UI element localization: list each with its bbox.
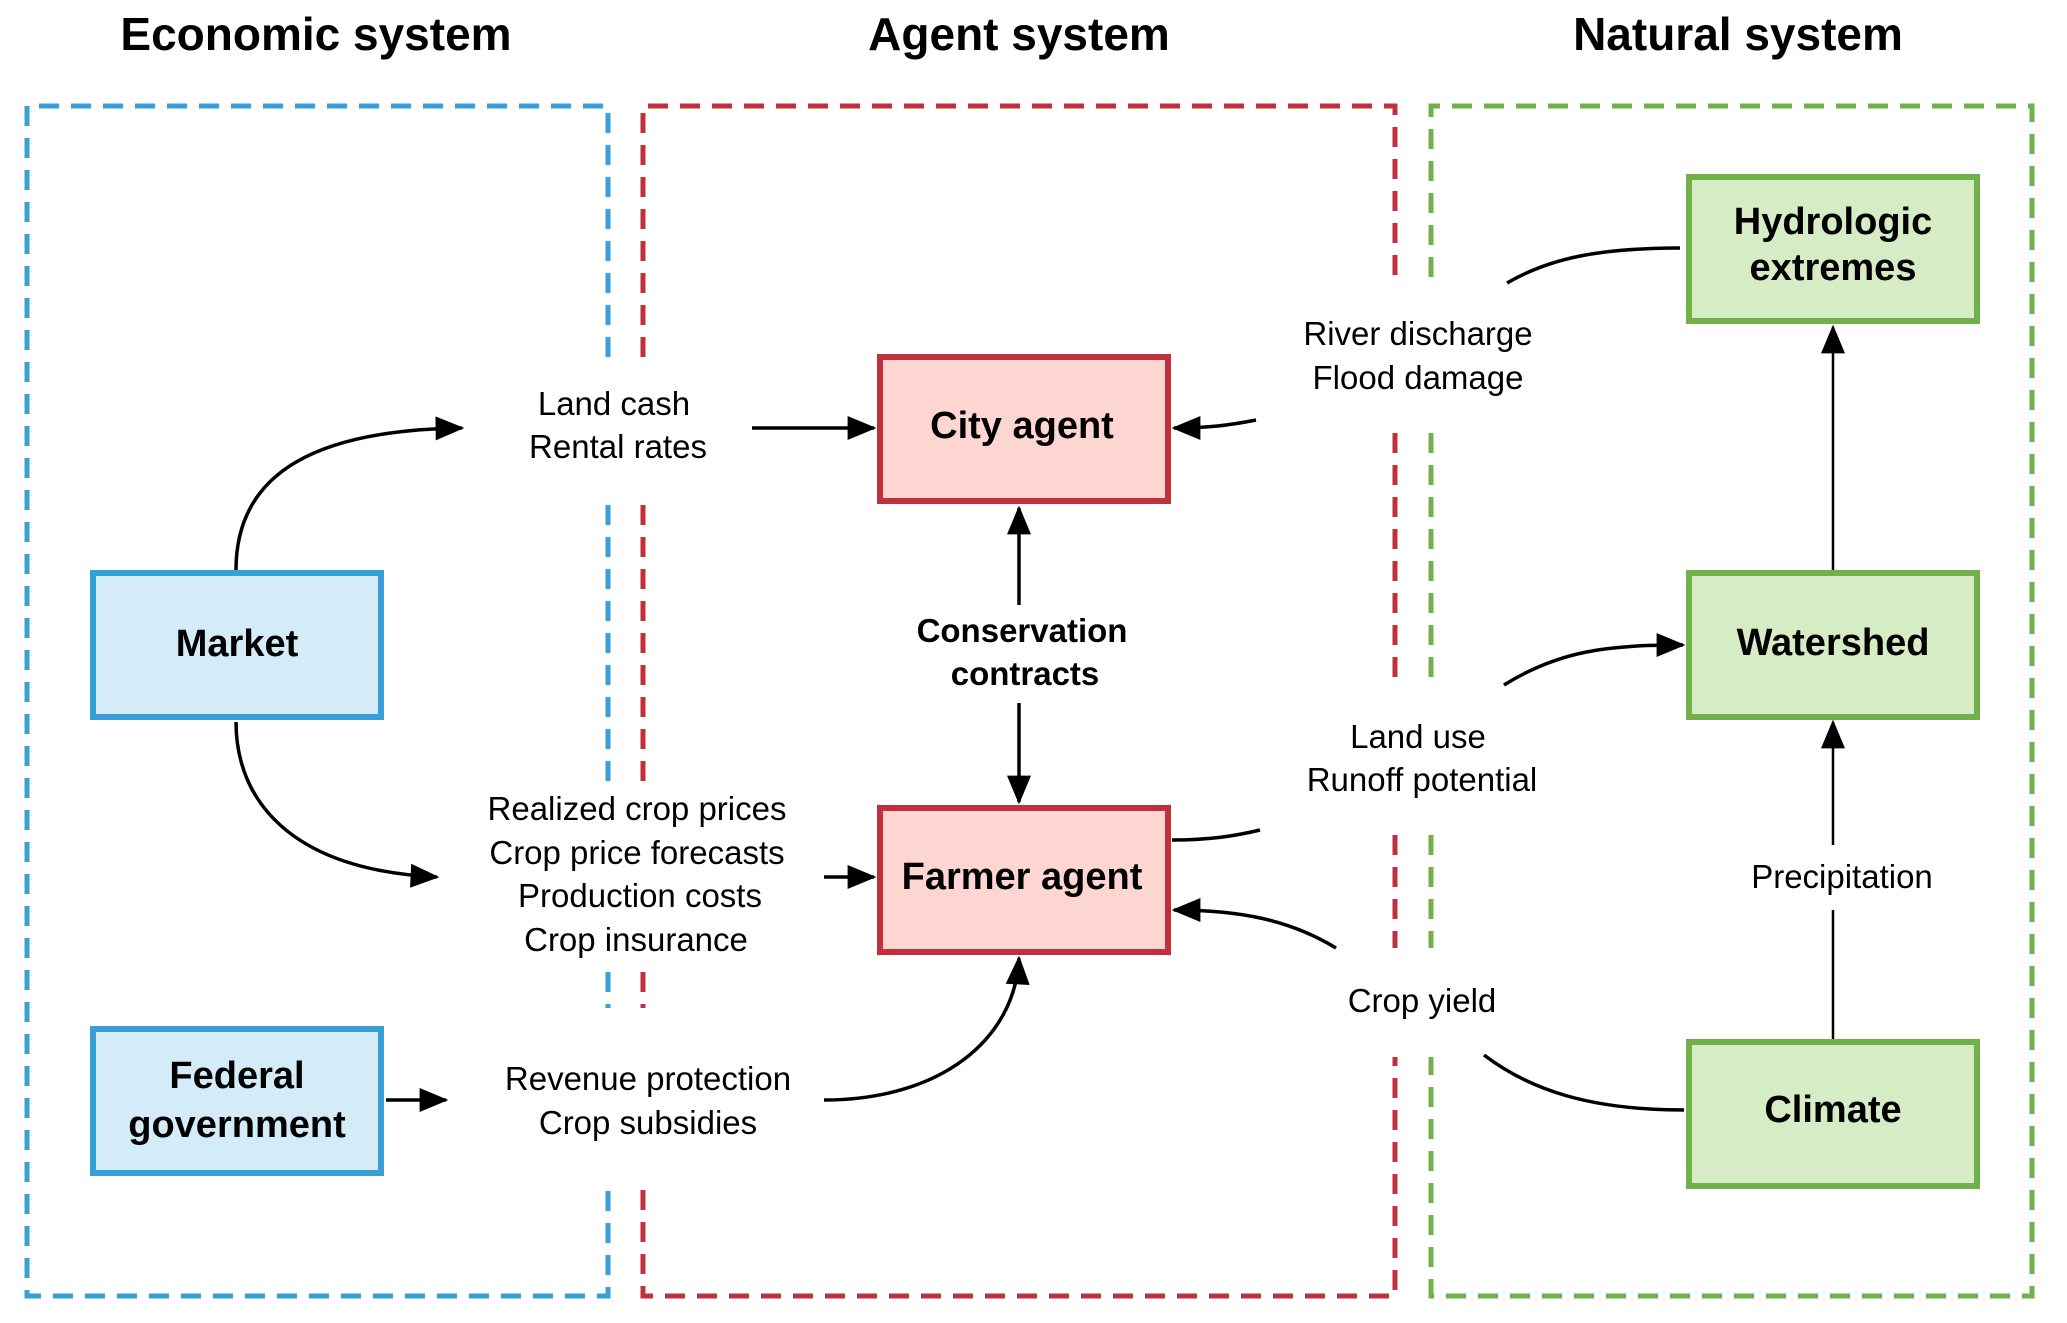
- node-farmer-agent[interactable]: Farmer agent: [877, 805, 1171, 955]
- flow-label-crop-yield: Crop yield: [1348, 982, 1497, 1019]
- economic-system-title: Economic system: [120, 8, 511, 60]
- flow-line: Rental rates: [529, 428, 707, 465]
- flow-label-precipitation: Precipitation: [1751, 858, 1933, 895]
- climate-label: Climate: [1764, 1089, 1901, 1131]
- farmer-agent-label: Farmer agent: [902, 856, 1143, 898]
- node-climate[interactable]: Climate: [1686, 1039, 1980, 1189]
- flow-label-land-rental: Land cash Rental rates: [529, 385, 707, 465]
- flow-line: Precipitation: [1751, 858, 1933, 895]
- edge-market-to-crop-prices: [234, 721, 440, 888]
- flow-label-river: River discharge Flood damage: [1303, 315, 1532, 396]
- node-city-agent[interactable]: City agent: [877, 354, 1171, 504]
- flow-line: Runoff potential: [1307, 761, 1538, 798]
- node-market[interactable]: Market: [90, 570, 384, 720]
- flow-line: Revenue protection: [505, 1060, 791, 1097]
- watershed-label: Watershed: [1737, 622, 1930, 664]
- flow-line: Crop price forecasts: [489, 834, 784, 871]
- flow-label-federal-farmer: Revenue protection Crop subsidies: [505, 1060, 791, 1141]
- flow-line: Crop subsidies: [539, 1104, 757, 1141]
- edge-land-use-to-watershed: [1503, 633, 1686, 687]
- flow-line: Crop insurance: [524, 921, 748, 958]
- flow-line: River discharge: [1303, 315, 1532, 352]
- economic-system-boundary: [24, 103, 611, 1299]
- federal-label-line-2: government: [128, 1104, 346, 1146]
- node-watershed[interactable]: Watershed: [1686, 570, 1980, 720]
- flow-line: contracts: [951, 655, 1100, 692]
- flow-line: Land use: [1350, 718, 1486, 755]
- edge-climate-to-crop-yield: [1482, 1053, 1685, 1112]
- edge-revenue-to-farmer-agent: [823, 955, 1030, 1102]
- natural-system-title: Natural system: [1573, 8, 1903, 60]
- edge-hydrologic-to-river: [1506, 246, 1681, 285]
- flow-line: Production costs: [518, 877, 762, 914]
- hydrologic-label-line-2: extremes: [1750, 247, 1917, 289]
- agent-system-title: Agent system: [868, 8, 1170, 60]
- flow-label-conservation: Conservation contracts: [917, 612, 1128, 692]
- hydrologic-label-line-1: Hydrologic: [1734, 201, 1932, 243]
- federal-label-line-1: Federal: [169, 1055, 304, 1097]
- natural-system-boundary: [1428, 103, 2035, 1299]
- flow-line: Flood damage: [1313, 359, 1524, 396]
- edge-crop-yield-to-farmer-agent: [1171, 898, 1337, 950]
- node-federal-government[interactable]: Federal government: [90, 1026, 384, 1176]
- flow-label-land-use: Land use Runoff potential: [1307, 718, 1538, 798]
- market-label: Market: [176, 623, 299, 665]
- flow-line: Realized crop prices: [488, 790, 787, 827]
- flow-line: Conservation: [917, 612, 1128, 649]
- edge-market-to-land-cash: [234, 416, 465, 571]
- edge-farmer-to-land-use: [1171, 828, 1261, 842]
- edge-river-to-city-agent: [1171, 415, 1257, 440]
- agent-system-boundary: [640, 103, 1398, 1299]
- node-hydrologic-extremes[interactable]: Hydrologic extremes: [1686, 174, 1980, 324]
- flow-line: Crop yield: [1348, 982, 1497, 1019]
- flow-line: Land cash: [538, 385, 690, 422]
- flow-label-market-farmer: Realized crop prices Crop price forecast…: [488, 790, 787, 958]
- city-agent-label: City agent: [930, 405, 1114, 447]
